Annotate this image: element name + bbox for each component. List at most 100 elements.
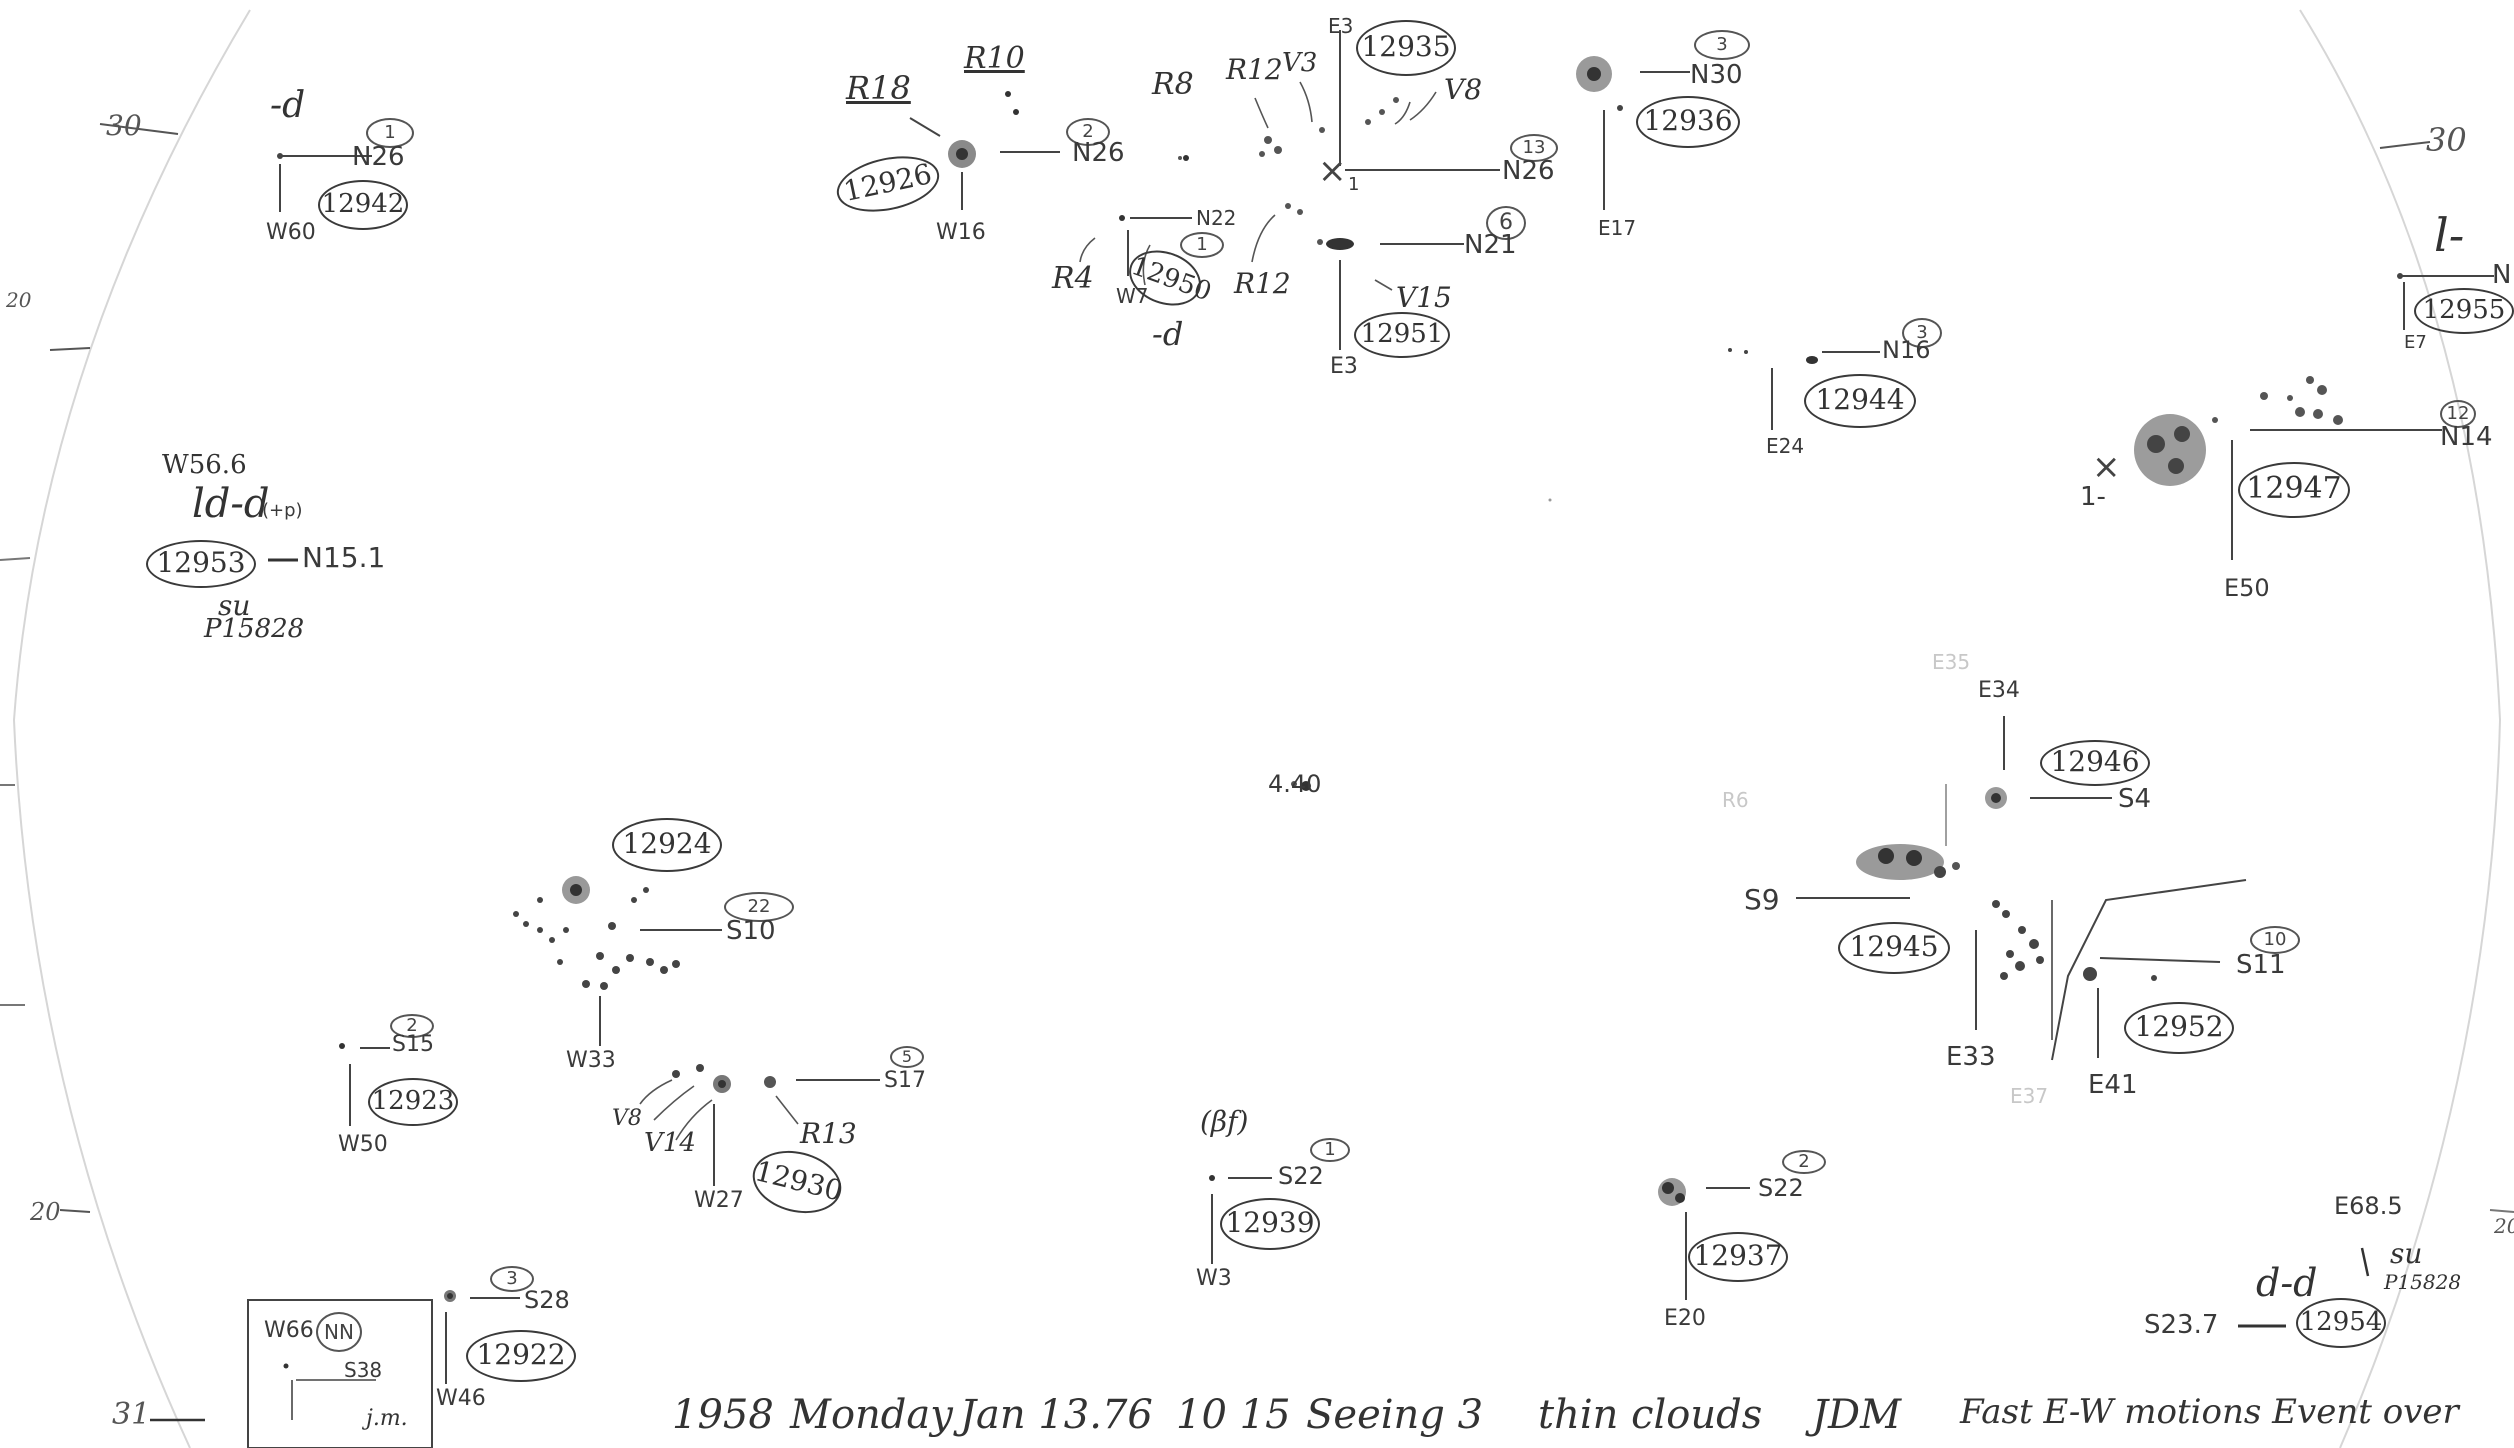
lat-12945: S9	[1744, 883, 1780, 916]
count-12947: 12	[2440, 400, 2476, 428]
note-nn-box: j.m.	[366, 1406, 408, 1431]
sub-12953: (+p)	[262, 500, 303, 521]
lon-12952: E41	[2088, 1070, 2138, 1100]
lon-12939: W3	[1196, 1266, 1232, 1291]
lon-12946: E34	[1978, 678, 2020, 703]
label-r10: R10	[964, 41, 1025, 76]
designation-12939: (βf)	[1200, 1105, 1249, 1138]
lat-nn-box: S38	[344, 1358, 383, 1382]
lat-12952: S11	[2236, 950, 2286, 980]
group-12944: 12944	[1804, 374, 1916, 428]
edge-mark-20-left-low: 20	[30, 1198, 61, 1226]
count-12952: 10	[2250, 926, 2300, 954]
lon-12955: E7	[2404, 332, 2427, 353]
group-12939: 12939	[1220, 1198, 1320, 1250]
lat-12922: S28	[524, 1286, 570, 1314]
label-v14: V14	[644, 1128, 696, 1158]
group-12952: 12952	[2124, 1002, 2234, 1054]
footer-seeing: Seeing 3	[1306, 1392, 1484, 1438]
count-12939: 1	[1310, 1138, 1350, 1162]
solar-limb-left-arc	[12, 9, 251, 1448]
sunspot-12945	[1856, 844, 1944, 880]
group-12923: 12923	[368, 1078, 458, 1126]
faint-e37: E37	[2010, 1084, 2049, 1108]
note-12953-a: su	[218, 589, 251, 622]
group-12953: 12953	[146, 540, 256, 588]
label-r18: R18	[846, 69, 911, 107]
edge-mark-30-right: 30	[2426, 121, 2467, 159]
svg-text:×: ×	[1318, 151, 1347, 191]
label-r4: R4	[1052, 261, 1094, 296]
sunspot-12952	[2083, 967, 2097, 981]
lon-12935-top: E3	[1328, 14, 1354, 38]
group-12936: 12936	[1636, 96, 1740, 148]
lat-12937: S22	[1758, 1174, 1804, 1202]
count-n26-13: 13	[1510, 134, 1558, 162]
edge-mark-31-left: 31	[112, 1397, 151, 1432]
lon-12924: W33	[566, 1048, 616, 1073]
group-12945: 12945	[1838, 922, 1950, 974]
label-r12-upper: R12	[1226, 53, 1283, 86]
lat-n26-13: N26	[1502, 156, 1555, 186]
lat-12923: S15	[392, 1032, 434, 1057]
edge-mark-30-left: 30	[106, 109, 142, 142]
lat-12944: N16	[1882, 336, 1931, 364]
group-12937: 12937	[1688, 1232, 1788, 1282]
label-nn: NN	[316, 1312, 362, 1352]
sunspot-12951	[1326, 238, 1354, 250]
group-12951: 12951	[1354, 312, 1450, 358]
count-12930: 5	[890, 1046, 924, 1068]
designation-12942: -d	[270, 85, 306, 126]
sunspot-12944	[1806, 356, 1818, 364]
solar-limb-right-arc	[2299, 9, 2502, 1448]
note-12954-a: su	[2390, 1237, 2423, 1270]
lon-12937: E20	[1664, 1306, 1706, 1331]
designation-12955: l-	[2434, 208, 2465, 262]
note-12953-b: P15828	[204, 614, 305, 644]
lat-12930: S17	[884, 1068, 926, 1093]
edge-mark-20-left: 20	[6, 288, 32, 312]
faint-e35: E35	[1932, 650, 1971, 674]
designation-12950: -d	[1152, 315, 1184, 353]
lat-12926: N26	[1072, 138, 1125, 168]
lon-12945: E33	[1946, 1042, 1996, 1072]
lon-12936: E17	[1598, 216, 1637, 240]
group-12947: 12947	[2238, 462, 2350, 518]
footer-note: Fast E-W motions Event over	[1960, 1392, 2459, 1432]
lat-12950: N22	[1196, 206, 1237, 230]
lon-12942: W60	[266, 220, 316, 245]
count-12923: 2	[390, 1014, 434, 1038]
lon-12951: E3	[1330, 354, 1358, 379]
footer-clouds: thin clouds	[1538, 1392, 1763, 1438]
faint-r6: R6	[1722, 788, 1749, 812]
label-v8-upper: V8	[1444, 73, 1483, 106]
edge-mark-20-right: 20	[2494, 1214, 2514, 1238]
group-12924: 12924	[612, 818, 722, 872]
footer-year: 1958	[672, 1392, 774, 1438]
lon-nn-box: W66	[264, 1318, 314, 1343]
footer-day: Monday	[790, 1392, 953, 1438]
lon-12930: W27	[694, 1188, 744, 1213]
lat-12924: S10	[726, 916, 776, 946]
label-v15: V15	[1396, 281, 1452, 314]
lat-12955: N	[2492, 260, 2512, 290]
count-12944: 3	[1902, 318, 1942, 348]
count-12951: 6	[1486, 206, 1526, 240]
group-12955: 12955	[2414, 288, 2514, 334]
lon-12922: W46	[436, 1386, 486, 1411]
group-12935: 12935	[1356, 20, 1456, 76]
note-12954-b: P15828	[2384, 1270, 2462, 1294]
count-12942: 1	[366, 118, 414, 148]
label-v3: V3	[1282, 48, 1318, 78]
count-12950: 1	[1180, 232, 1224, 258]
designation-12953: ld-d	[192, 481, 270, 527]
lon-12944: E24	[1766, 434, 1805, 458]
lon-12954: E68.5	[2334, 1192, 2403, 1220]
lon-12953: W56.6	[162, 450, 247, 480]
group-12954: 12954	[2296, 1298, 2386, 1348]
label-w7: W7	[1116, 284, 1149, 308]
lat-12942: N26	[352, 142, 405, 172]
svg-text:×: ×	[2092, 447, 2121, 487]
count-12922: 3	[490, 1266, 534, 1292]
count-12924: 22	[724, 892, 794, 922]
